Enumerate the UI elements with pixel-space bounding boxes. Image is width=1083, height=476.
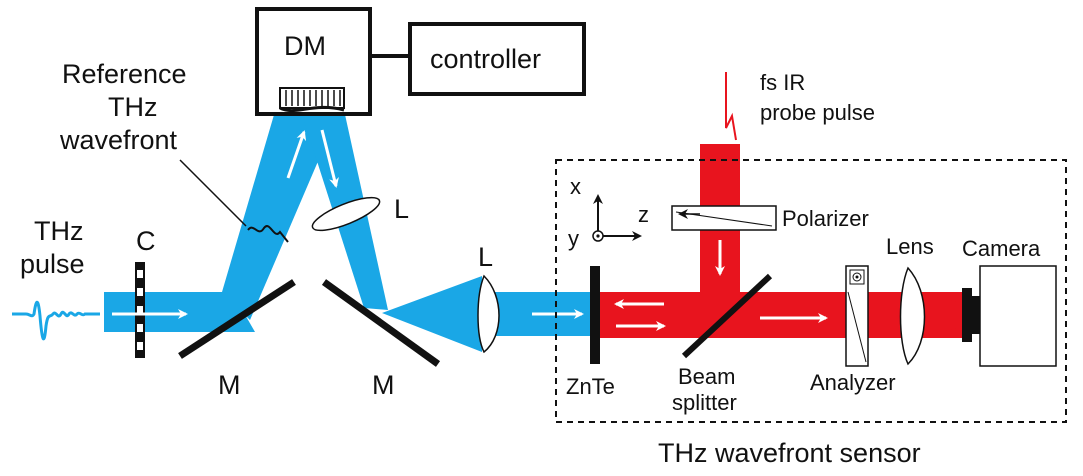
reference-label-3: wavefront (59, 125, 178, 155)
beam-splitter (681, 273, 773, 359)
lens-upper-label: L (394, 194, 409, 224)
thz-pulse-label-1: THz (34, 216, 84, 246)
probe-label-1: fs IR (760, 70, 805, 95)
thz-pulse-label-2: pulse (20, 249, 85, 279)
camera (962, 265, 1057, 367)
znte-label: ZnTe (566, 374, 615, 399)
dm-actuator-array (279, 87, 345, 113)
lens-upper (311, 196, 381, 232)
mirror-left-label: M (218, 370, 241, 400)
lens-middle (477, 274, 500, 354)
lens-right-label: Lens (886, 234, 934, 259)
controller-box (408, 22, 586, 96)
sensor-box (555, 159, 1067, 423)
reference-wavefront (247, 225, 289, 243)
controller-label: controller (430, 44, 541, 74)
axis-y-label: y (568, 226, 579, 251)
reference-pointer (179, 159, 247, 227)
chopper-label: C (136, 226, 156, 256)
beam-splitter-label-1: Beam (678, 364, 735, 389)
znte-crystal (590, 266, 600, 364)
analyzer-label: Analyzer (810, 370, 896, 395)
dm-label: DM (284, 31, 326, 61)
chopper (135, 262, 145, 358)
mirror-right-label: M (372, 370, 395, 400)
analyzer (845, 265, 869, 367)
mirror-left (178, 279, 296, 359)
mirror-right (321, 279, 441, 367)
thz-pulse-waveform (12, 300, 100, 341)
sensor-caption: THz wavefront sensor (658, 438, 921, 468)
lens-middle-label: L (478, 242, 493, 272)
axis-z-label: z (638, 202, 649, 227)
polarizer (671, 205, 777, 231)
polarizer-label: Polarizer (782, 206, 869, 231)
beam-splitter-label-2: splitter (672, 390, 737, 415)
lens-right (899, 266, 926, 366)
reference-label-1: Reference (62, 59, 187, 89)
camera-label: Camera (962, 236, 1041, 261)
probe-label-2: probe pulse (760, 100, 875, 125)
reference-label-2: THz (108, 92, 158, 122)
axis-x-label: x (570, 174, 581, 199)
coordinate-axes (592, 194, 642, 242)
